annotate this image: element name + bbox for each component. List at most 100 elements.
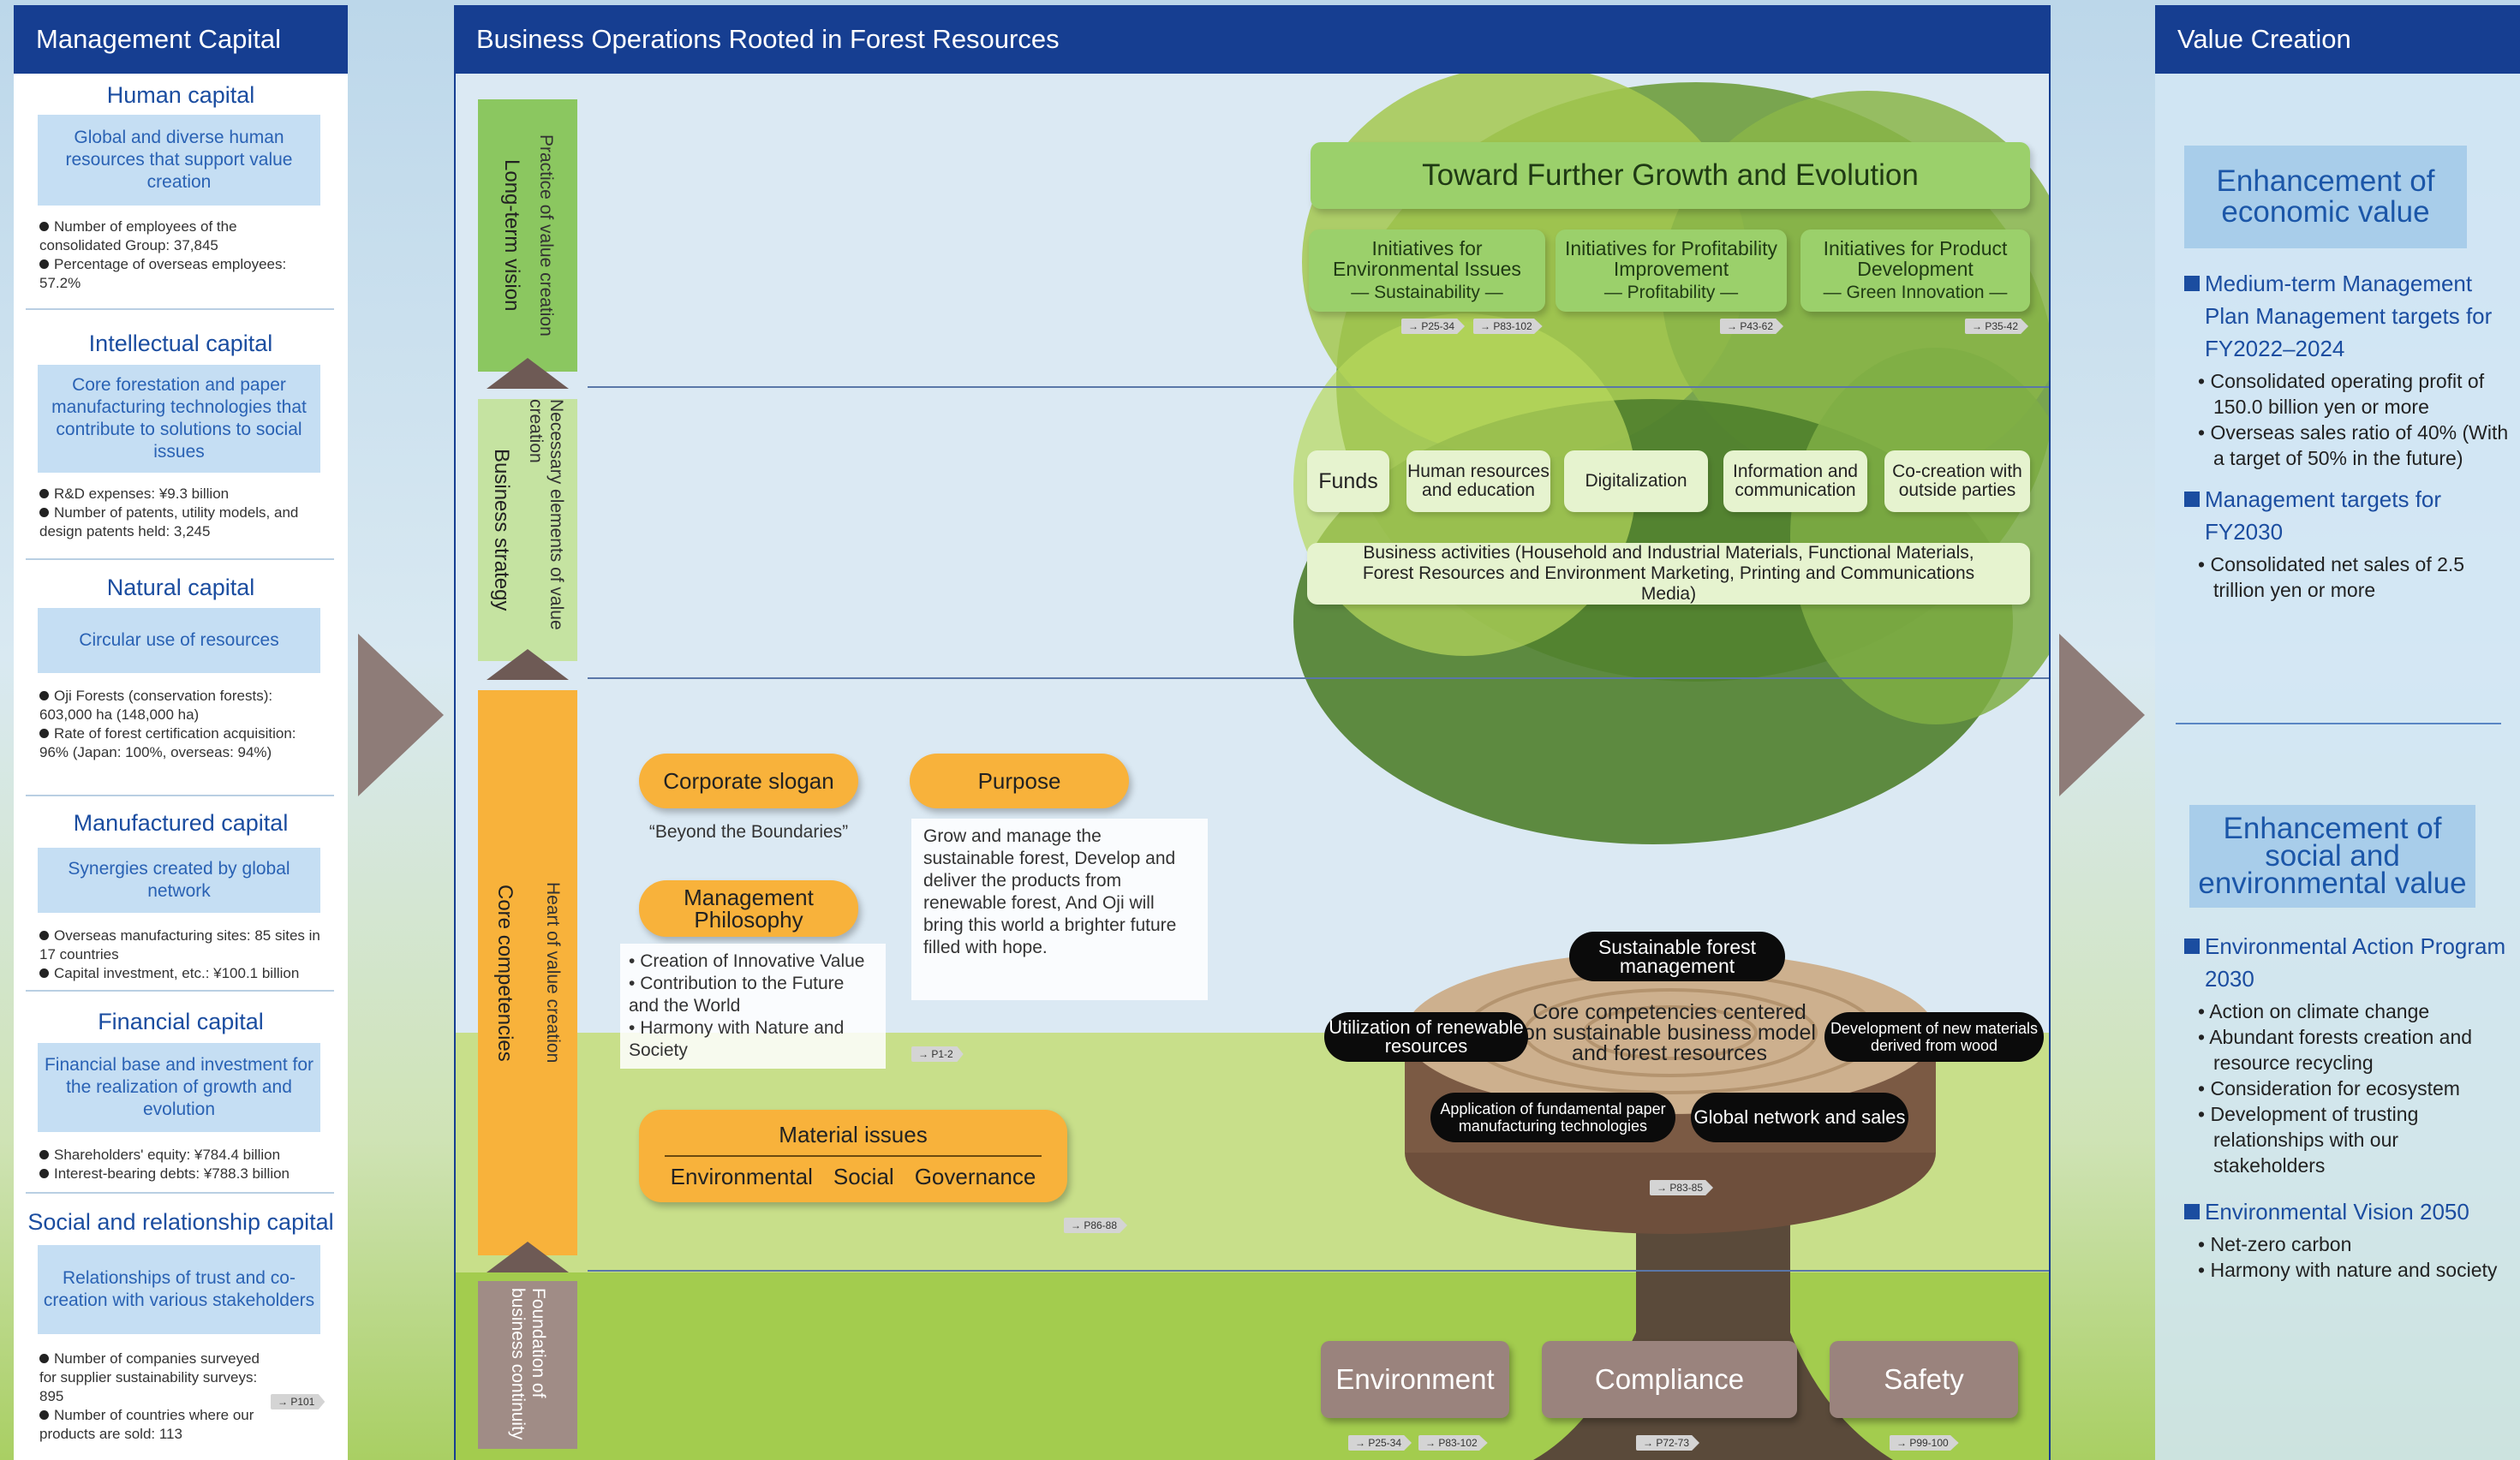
page-ref-p101: → P101: [271, 1394, 325, 1409]
economic-heading: Management targets for FY2030: [2184, 483, 2510, 548]
social-capital-title: Social and relationship capital: [27, 1209, 334, 1235]
social-heading: Environmental Action Program 2030: [2184, 930, 2510, 995]
bullet-item: Shareholders' equity: ¥784.4 billion: [39, 1146, 331, 1165]
element-co-creation: Co-creation with outside parties: [1884, 450, 2030, 512]
material-item: Social: [833, 1164, 894, 1189]
bullet-item: Rate of forest certification acquisition…: [39, 725, 296, 760]
triangle-up-icon: [487, 358, 569, 389]
initiative-title: Initiatives for Profitability Improvemen…: [1565, 237, 1777, 280]
core-sustainable-forest: Sustainable forest management: [1569, 932, 1785, 981]
row-label-long-term-vision: Long-term vision Practice of value creat…: [478, 99, 577, 372]
core-renewable-resources: Utilization of renewable resources: [1324, 1012, 1528, 1062]
social-item: • Harmony with nature and society: [2198, 1259, 2498, 1281]
bullet-item: Percentage of overseas employees: 57.2%: [39, 256, 287, 291]
core-new-materials: Development of new materials derived fro…: [1824, 1012, 2044, 1062]
initiative-environmental: Initiatives for Environmental Issues — S…: [1309, 229, 1545, 312]
philosophy-item: • Harmony with Nature and Society: [629, 1018, 845, 1060]
page-ref: → P86-88: [1064, 1218, 1128, 1233]
page-ref: → P72-73: [1636, 1435, 1700, 1451]
initiative-sub: — Profitability —: [1603, 283, 1739, 302]
element-funds: Funds: [1307, 450, 1389, 512]
row-sublabel-text: Heart of value creation: [543, 882, 563, 1064]
philosophy-item: • Contribution to the Future and the Wor…: [629, 974, 845, 1016]
row-label-business-strategy: Business strategy Necessary elements of …: [478, 399, 577, 661]
core-paper-technologies: Application of fundamental paper manufac…: [1430, 1093, 1675, 1142]
page-ref: → P35-42: [1965, 319, 2029, 334]
natural-capital-bullets: Oji Forests (conservation forests): 603,…: [39, 687, 322, 762]
initiative-sub: — Sustainability —: [1351, 283, 1503, 302]
row-label-text: Core competencies: [493, 884, 517, 1062]
value-creation-title: Value Creation: [2155, 5, 2520, 74]
management-capital-title: Management Capital: [14, 5, 348, 74]
row-sublabel-text: Practice of value creation: [536, 134, 556, 337]
core-competencies-center: Core competencies centered on sustainabl…: [1523, 1000, 1816, 1065]
row-label-core-competencies: Core competencies Heart of value creatio…: [478, 690, 577, 1255]
material-item: Environmental: [670, 1164, 813, 1189]
purpose-label: Purpose: [910, 754, 1129, 808]
row-label-text: Foundation of business continuity: [508, 1288, 548, 1440]
business-operations-title: Business Operations Rooted in Forest Res…: [454, 5, 2051, 74]
social-item: • Abundant forests creation and resource…: [2198, 1026, 2473, 1074]
row-label-text: Business strategy: [490, 449, 513, 611]
center-frame: [454, 5, 2051, 1460]
natural-capital-title: Natural capital: [106, 575, 255, 600]
manufactured-capital-title: Manufactured capital: [73, 810, 289, 836]
divider: [26, 1192, 334, 1194]
purpose-text: Grow and manage the sustainable forest, …: [911, 819, 1208, 1000]
divider: [26, 795, 334, 796]
divider: [2176, 723, 2501, 724]
social-value-box: Enhancement of social and environmental …: [2189, 805, 2475, 908]
social-capital-box: Relationships of trust and co-creation w…: [38, 1245, 320, 1334]
triangle-up-icon: [487, 649, 569, 680]
bullet-item: Oji Forests (conservation forests): 603,…: [39, 688, 273, 723]
page-ref: → P83-85: [1650, 1180, 1714, 1195]
intellectual-capital-title: Intellectual capital: [88, 331, 273, 356]
flow-arrow-icon: [2059, 634, 2145, 796]
social-item: • Development of trusting relationships …: [2198, 1103, 2419, 1177]
row-label-foundation: Foundation of business continuity: [478, 1281, 577, 1449]
page-ref: → P99-100: [1890, 1435, 1959, 1451]
intellectual-capital-bullets: R&D expenses: ¥9.3 billion Number of pat…: [39, 485, 322, 541]
social-item: • Net-zero carbon: [2198, 1233, 2352, 1255]
manufactured-capital-bullets: Overseas manufacturing sites: 85 sites i…: [39, 927, 331, 983]
growth-evolution-banner: Toward Further Growth and Evolution: [1311, 142, 2030, 209]
management-philosophy-list: • Creation of Innovative Value • Contrib…: [620, 944, 886, 1069]
element-information: Information and communication: [1723, 450, 1867, 512]
page-ref: → P43-62: [1720, 319, 1784, 334]
corporate-slogan-label: Corporate slogan: [639, 754, 858, 808]
financial-capital-bullets: Shareholders' equity: ¥784.4 billion Int…: [39, 1146, 331, 1183]
material-item: Governance: [914, 1164, 1036, 1189]
social-item: • Action on climate change: [2198, 1000, 2430, 1022]
material-issues-title: Material issues: [665, 1122, 1042, 1157]
material-issues-items: Environmental Social Governance: [671, 1164, 1036, 1190]
triangle-up-icon: [487, 1242, 569, 1272]
row-sublabel-text: Necessary elements of value creation: [526, 399, 566, 630]
page-ref: → P83-102: [1473, 319, 1543, 334]
business-operations-panel: Business Operations Rooted in Forest Res…: [454, 5, 2051, 1460]
social-item: • Consideration for ecosystem: [2198, 1077, 2460, 1099]
initiative-profitability: Initiatives for Profitability Improvemen…: [1556, 229, 1787, 312]
element-human-resources: Human resources and education: [1406, 450, 1550, 512]
economic-item: • Consolidated net sales of 2.5 trillion…: [2198, 553, 2465, 601]
bullet-item: Interest-bearing debts: ¥788.3 billion: [39, 1165, 331, 1183]
page-ref: → P83-102: [1418, 1435, 1488, 1451]
economic-item: • Overseas sales ratio of 40% (With a ta…: [2198, 421, 2509, 469]
business-activities: Business activities (Household and Indus…: [1307, 543, 2030, 605]
economic-value-box: Enhancement of economic value: [2184, 146, 2467, 248]
initiative-sub: — Green Innovation —: [1823, 283, 2008, 302]
bullet-item: Overseas manufacturing sites: 85 sites i…: [39, 927, 320, 962]
initiative-title: Initiatives for Environmental Issues: [1333, 237, 1521, 280]
flow-arrow-icon: [358, 634, 444, 796]
divider: [26, 308, 334, 310]
page-ref: → P25-34: [1348, 1435, 1412, 1451]
bullet-item: Number of companies surveyed for supplie…: [39, 1350, 260, 1404]
initiative-product-development: Initiatives for Product Development — Gr…: [1800, 229, 2030, 312]
management-capital-panel: Management Capital Human capital Global …: [14, 5, 348, 1460]
divider: [26, 558, 334, 560]
human-capital-bullets: Number of employees of the consolidated …: [39, 218, 322, 293]
economic-heading: Medium-term Management Plan Management t…: [2184, 267, 2510, 365]
row-label-text: Long-term vision: [500, 159, 523, 312]
value-creation-panel: Value Creation Enhancement of economic v…: [2155, 5, 2520, 1460]
material-issues-box: Material issues Environmental Social Gov…: [639, 1110, 1067, 1202]
bullet-item: Capital investment, etc.: ¥100.1 billion: [39, 964, 331, 983]
